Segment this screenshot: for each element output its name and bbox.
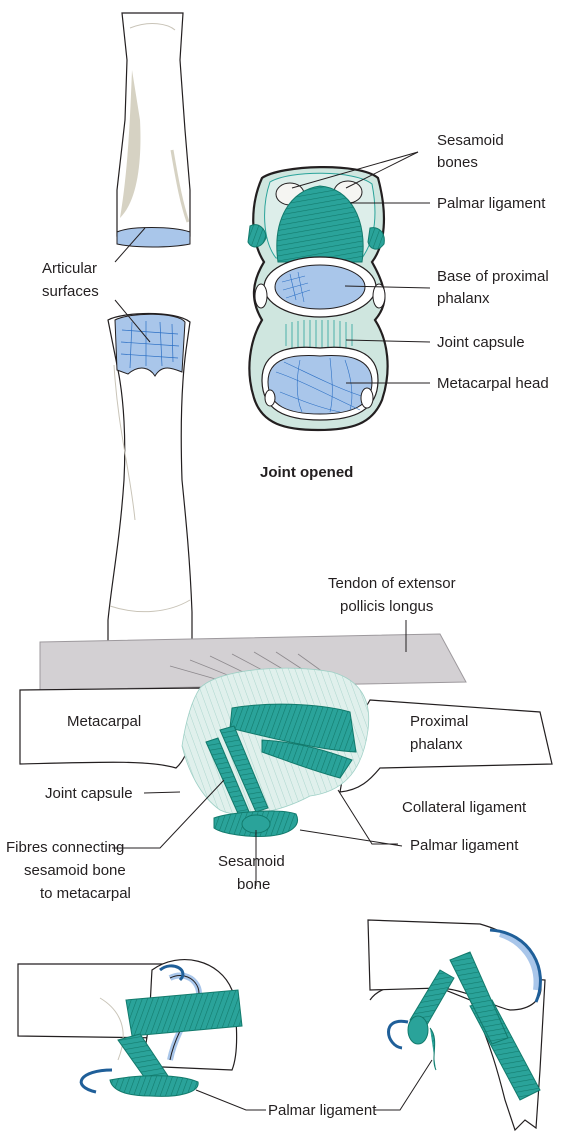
- label-palmar-mid: Palmar ligament: [410, 837, 519, 854]
- label-sesamoid-2: bone: [237, 876, 270, 893]
- joint-opened-diagram: [248, 167, 388, 430]
- label-base-proximal-1: Base of proximal: [437, 268, 549, 285]
- label-articular-2: surfaces: [42, 283, 99, 300]
- bottom-right-view: [368, 920, 545, 1130]
- proximal-phalanx-bone: [117, 13, 190, 247]
- articular-surface-bottom: [115, 314, 185, 376]
- label-joint-capsule-top: Joint capsule: [437, 334, 525, 351]
- label-articular-1: Articular: [42, 260, 97, 277]
- label-sesamoid-bones-1: Sesamoid: [437, 132, 504, 149]
- label-collateral: Collateral ligament: [402, 799, 527, 816]
- caption-joint-opened: Joint opened: [260, 464, 353, 481]
- label-proximal-2: phalanx: [410, 736, 463, 753]
- articular-surface-top: [117, 228, 190, 248]
- label-metacarpal: Metacarpal: [67, 713, 141, 730]
- label-base-proximal-2: phalanx: [437, 290, 490, 307]
- label-tendon-2: pollicis longus: [340, 598, 433, 615]
- label-sesamoid-bones-2: bones: [437, 154, 478, 171]
- label-palmar-ligament-top: Palmar ligament: [437, 195, 546, 212]
- label-tendon-1: Tendon of extensor: [328, 575, 456, 592]
- label-palmar-bottom: Palmar ligament: [268, 1102, 377, 1119]
- label-fibres-1: Fibres connecting: [6, 839, 124, 856]
- label-metacarpal-head: Metacarpal head: [437, 375, 549, 392]
- label-proximal-1: Proximal: [410, 713, 468, 730]
- label-fibres-3: to metacarpal: [40, 885, 131, 902]
- metacarpal-bone: [108, 314, 192, 674]
- label-sesamoid-1: Sesamoid: [218, 853, 285, 870]
- label-joint-capsule-mid: Joint capsule: [45, 785, 133, 802]
- label-fibres-2: sesamoid bone: [24, 862, 126, 879]
- bottom-left-view: [18, 960, 242, 1097]
